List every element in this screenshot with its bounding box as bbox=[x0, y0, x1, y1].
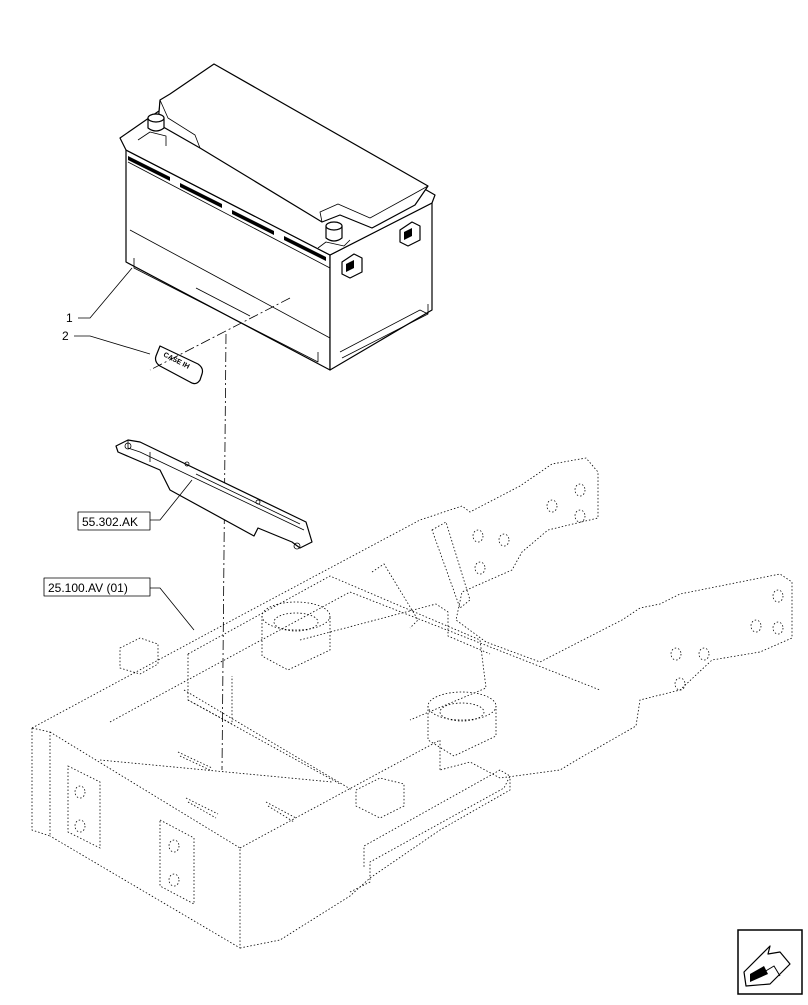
callout-1-label: 1 bbox=[66, 311, 73, 325]
ref-55-302-ak-label: 55.302.AK bbox=[82, 515, 138, 529]
callout-1[interactable]: 1 bbox=[66, 267, 133, 325]
callout-2-label: 2 bbox=[62, 329, 69, 343]
callout-2[interactable]: 2 bbox=[62, 329, 151, 355]
alignment-line bbox=[149, 297, 291, 771]
brand-decal[interactable]: CASE IH bbox=[154, 345, 204, 385]
ref-25-100-av[interactable]: 25.100.AV (01) bbox=[43, 577, 195, 631]
terminal-positive bbox=[137, 113, 167, 146]
ref-55-302-ak[interactable]: 55.302.AK bbox=[77, 479, 193, 531]
battery[interactable] bbox=[119, 63, 436, 371]
front-frame[interactable] bbox=[31, 457, 793, 949]
terminal-negative bbox=[317, 221, 351, 249]
arrow-icon[interactable] bbox=[737, 929, 803, 995]
ref-25-100-av-label: 25.100.AV (01) bbox=[48, 581, 128, 595]
battery-bracket[interactable] bbox=[115, 439, 313, 550]
